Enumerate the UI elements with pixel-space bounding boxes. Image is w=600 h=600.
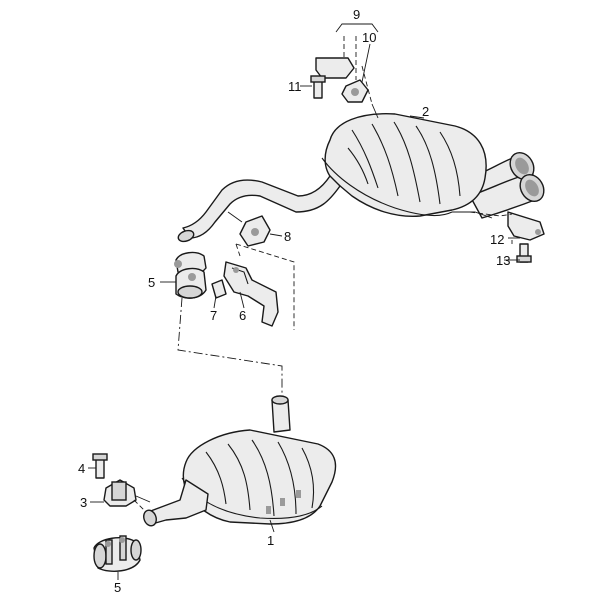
callout-12: 12 bbox=[490, 232, 504, 247]
callout-8: 8 bbox=[284, 229, 291, 244]
assembly-lines bbox=[133, 23, 520, 513]
front-muffler bbox=[143, 395, 337, 533]
callout-6: 6 bbox=[239, 308, 246, 323]
callout-4: 4 bbox=[78, 461, 85, 476]
upper-bracket bbox=[300, 57, 369, 103]
callout-labels: 1 2 3 4 5 5 6 7 8 9 10 11 12 13 bbox=[78, 7, 510, 595]
callout-3: 3 bbox=[80, 495, 87, 510]
callout-13: 13 bbox=[496, 253, 510, 268]
callout-7: 7 bbox=[210, 308, 217, 323]
rear-muffler bbox=[321, 103, 545, 219]
pipe-clamp-upper bbox=[160, 251, 207, 299]
callout-5-upper: 5 bbox=[148, 275, 155, 290]
connecting-pipe bbox=[177, 175, 341, 243]
callout-1: 1 bbox=[267, 533, 274, 548]
rubber-hanger-front bbox=[88, 453, 151, 507]
callout-11: 11 bbox=[288, 79, 302, 94]
rubber-hanger-rear bbox=[239, 215, 283, 247]
pipe-clamp-lower bbox=[93, 535, 142, 580]
callout-9: 9 bbox=[353, 7, 360, 22]
mounting-bracket bbox=[211, 261, 279, 327]
tailpipe-bracket bbox=[507, 211, 545, 263]
callout-10: 10 bbox=[362, 30, 376, 45]
callout-5-lower: 5 bbox=[114, 580, 121, 595]
callout-2: 2 bbox=[422, 104, 429, 119]
